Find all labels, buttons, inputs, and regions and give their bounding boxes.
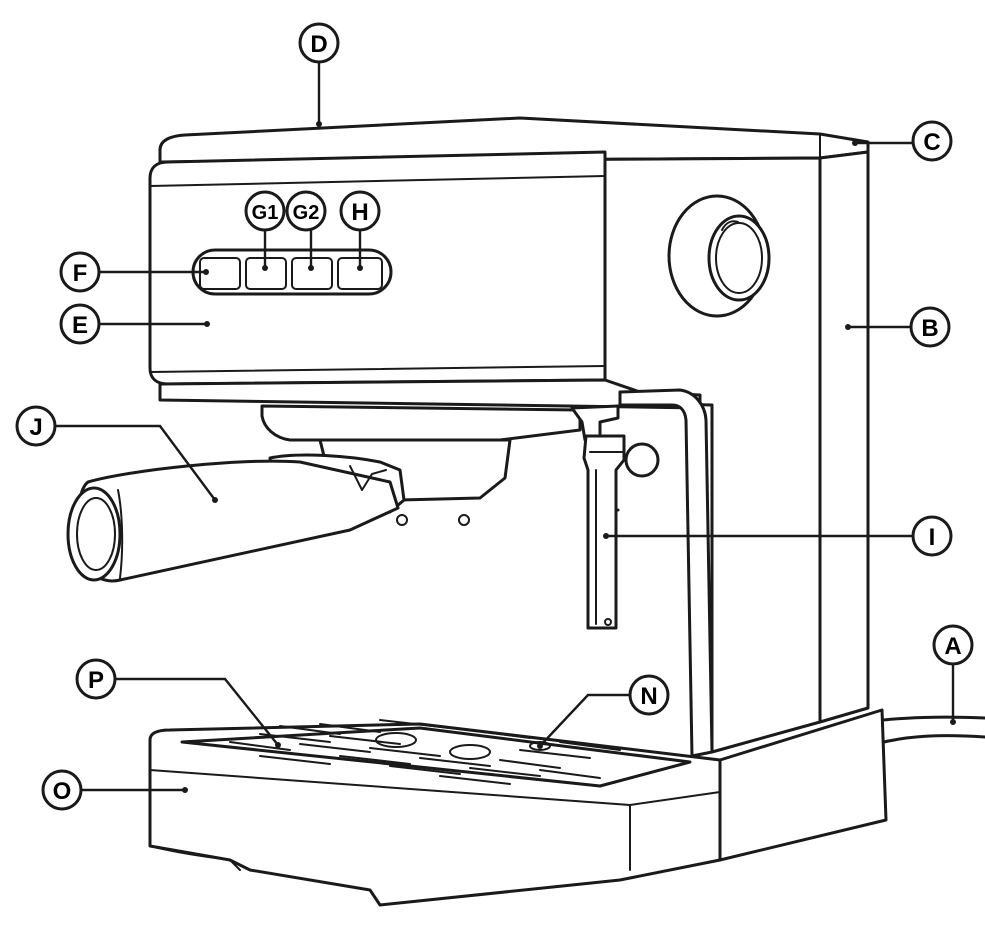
callout-label-f: F bbox=[73, 260, 88, 287]
drip-grid bbox=[229, 719, 621, 785]
callout-label-p: P bbox=[88, 667, 104, 694]
callout-label-a: A bbox=[944, 633, 961, 660]
drip-tray bbox=[148, 708, 888, 907]
callout-label-e: E bbox=[72, 312, 88, 339]
callout-label-h: H bbox=[351, 199, 368, 226]
callout-label-c: C bbox=[923, 129, 940, 156]
callout-label-b: B bbox=[921, 315, 938, 342]
callout-label-g1: G1 bbox=[252, 202, 279, 224]
callout-label-o: O bbox=[53, 778, 72, 805]
callout-label-g2: G2 bbox=[293, 202, 320, 224]
callout-label-n: N bbox=[640, 683, 657, 710]
callouts: D C G1 G2 H F E B bbox=[15, 22, 974, 811]
power-cord bbox=[880, 715, 985, 744]
callout-label-d: D bbox=[310, 31, 327, 58]
callout-label-j: J bbox=[29, 414, 42, 441]
portafilter-handle bbox=[66, 453, 470, 583]
callout-label-i: I bbox=[929, 524, 936, 551]
steam-wand bbox=[570, 404, 660, 630]
